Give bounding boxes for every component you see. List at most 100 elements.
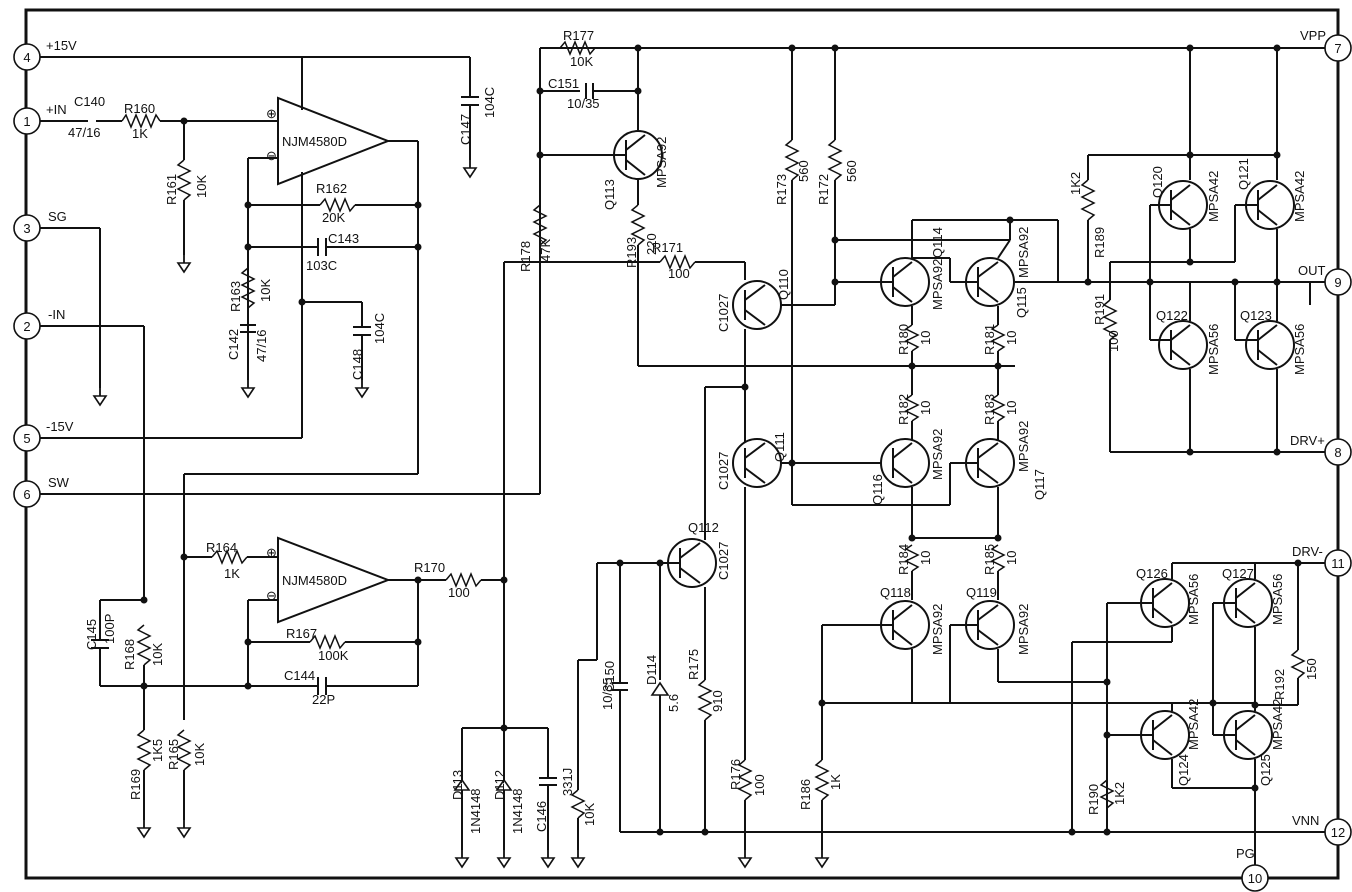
q113-part: MPSA92	[654, 137, 669, 188]
q117-part: MPSA92	[1016, 421, 1031, 472]
r160-value: 1K	[132, 126, 148, 141]
r171-ref: R171	[652, 240, 683, 255]
pin-12: 12 VNN	[1292, 813, 1352, 846]
q112-ref: Q112	[688, 520, 719, 535]
svg-text:8: 8	[1334, 445, 1341, 460]
r184-ref: R184	[896, 544, 911, 575]
pin-10: 10 PG	[1236, 846, 1269, 892]
q111-ref: Q111	[772, 432, 787, 462]
q118-ref: Q118	[880, 585, 911, 600]
r191-ref: R191	[1092, 294, 1107, 325]
driver-stage	[792, 216, 1255, 868]
r168-ref: R168	[122, 639, 137, 670]
q120-part: MPSA42	[1206, 171, 1221, 222]
q120-ref: Q120	[1150, 166, 1165, 198]
c142-ref: C142	[226, 329, 241, 360]
r164-value: 1K	[224, 566, 240, 581]
r161-ref: R161	[164, 174, 179, 205]
opamp-u1-plus-symbol: ⊕	[266, 106, 277, 121]
r181-ref: R181	[982, 324, 997, 355]
pin-6: 6 SW	[13, 475, 70, 508]
r170-ref: R170	[414, 560, 445, 575]
svg-text:9: 9	[1334, 275, 1341, 290]
pin-3: 3 SG	[13, 209, 67, 242]
r178-ref: R178	[518, 241, 533, 272]
r160-ref: R160	[124, 101, 155, 116]
r189-ref: R189	[1092, 227, 1107, 258]
r173-value: 560	[796, 160, 811, 182]
r183-ref: R183	[982, 394, 997, 425]
c144-value: 22P	[312, 692, 335, 707]
pin-2: 2 -IN	[13, 307, 65, 340]
c145-ref: C145	[84, 619, 99, 650]
svg-text:5: 5	[23, 431, 30, 446]
r193-value: 220	[644, 233, 659, 255]
svg-text:12: 12	[1331, 825, 1345, 840]
pin-5-label: -15V	[46, 419, 74, 434]
r173-ref: R173	[774, 174, 789, 205]
r182-ref: R182	[896, 394, 911, 425]
r161-value: 10K	[194, 175, 209, 198]
c146-value: 331J	[560, 768, 575, 796]
pin-12-label: VNN	[1292, 813, 1319, 828]
opamp-u2-plus-symbol: ⊕	[266, 545, 277, 560]
r169-value: 1K5	[150, 739, 165, 762]
q116-ref: Q116	[870, 474, 885, 505]
svg-text:2: 2	[23, 319, 30, 334]
r172-ref: R172	[816, 174, 831, 205]
svg-text:6: 6	[23, 487, 30, 502]
q119-ref: Q119	[966, 585, 997, 600]
q125-ref: Q125	[1258, 754, 1273, 786]
q116-part: MPSA92	[930, 429, 945, 480]
q117-ref: Q117	[1032, 469, 1047, 500]
r177-value: 10K	[570, 54, 593, 69]
d112-value: 1N4148	[510, 788, 525, 834]
pin-10-label: PG	[1236, 846, 1255, 861]
r190-value: 1K2	[1112, 782, 1127, 805]
q110-ref: Q110	[776, 269, 791, 300]
q122-ref: Q122	[1156, 308, 1188, 323]
q113-ref: Q113	[602, 179, 617, 210]
pin-6-label: SW	[48, 475, 70, 490]
r191-value: 100	[1106, 330, 1121, 352]
pin-1-label: +IN	[46, 102, 67, 117]
q126-part: MPSA56	[1186, 574, 1201, 625]
opamp-u2-part-label: NJM4580D	[282, 573, 347, 588]
q126-ref: Q126	[1136, 566, 1168, 581]
r192-ref: R192	[1272, 669, 1287, 700]
q110-part: C1027	[716, 294, 731, 332]
c150-ref: C150	[602, 661, 617, 692]
board-frame	[24, 8, 1340, 880]
pin-1: 1 +IN	[13, 102, 67, 135]
r177-ref: R177	[563, 28, 594, 43]
r180-value: 10	[918, 331, 933, 345]
r190-ref: R190	[1086, 784, 1101, 815]
d114-ref: D114	[644, 655, 659, 685]
pin-9: 9 OUT	[1298, 263, 1352, 296]
svg-text:10: 10	[1248, 871, 1262, 886]
opamp-u1-part-label: NJM4580D	[282, 134, 347, 149]
pin-4-label: +15V	[46, 38, 77, 53]
q115-ref: Q115	[1014, 287, 1029, 318]
svg-text:4: 4	[23, 50, 30, 65]
q114-part: MPSA92	[930, 259, 945, 310]
c146-ref: C146	[534, 801, 549, 832]
r186-value: 1K	[828, 774, 843, 790]
r169-ref: R169	[128, 769, 143, 800]
q112-part: C1027	[716, 542, 731, 580]
svg-text:1: 1	[23, 114, 30, 129]
r170-value: 100	[448, 585, 470, 600]
c151-ref: C151	[548, 76, 579, 91]
d112-ref: D112	[492, 770, 507, 800]
d113-ref: D113	[450, 770, 465, 800]
c148-ref: C148	[350, 349, 365, 380]
c147-value: 104C	[482, 87, 497, 118]
r175-ref: R175	[686, 649, 701, 680]
pin-5: 5 -15V	[13, 419, 74, 452]
pin-9-label: OUT	[1298, 263, 1326, 278]
r186-ref: R186	[798, 779, 813, 810]
q127-ref: Q127	[1222, 566, 1254, 581]
connector-pins: 4 +15V 1 +IN 3 SG 2 -IN 5 -15V 6 SW	[13, 28, 1352, 892]
q124-part: MPSA42	[1186, 699, 1201, 750]
